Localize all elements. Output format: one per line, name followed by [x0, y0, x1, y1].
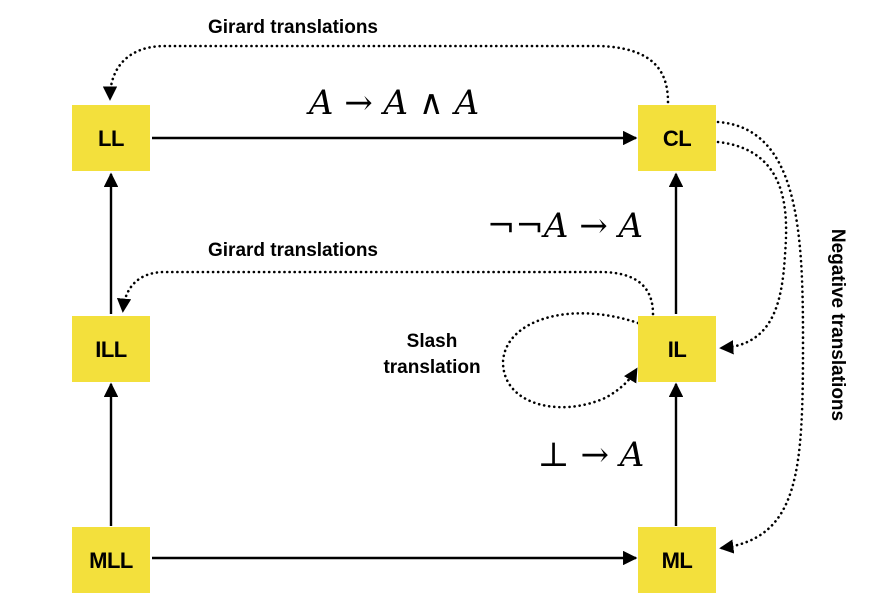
- node-ill: ILL: [72, 316, 150, 382]
- girard-top-label: Girard translations: [208, 17, 378, 38]
- slash-loop-arrow: [501, 312, 640, 409]
- node-cl-label: CL: [663, 126, 691, 151]
- slash-label-line2: translation: [383, 357, 480, 378]
- node-ml: ML: [638, 527, 716, 593]
- negative-cl-to-ml-arrow: [716, 120, 805, 554]
- slash-label-line1: Slash: [407, 331, 458, 352]
- node-il-label: IL: [668, 337, 687, 362]
- negative-cl-to-il-arrow: [716, 140, 788, 355]
- negative-translations-label: Negative translations: [827, 229, 848, 421]
- node-mll: MLL: [72, 527, 150, 593]
- node-ill-label: ILL: [95, 337, 127, 362]
- node-ml-label: ML: [662, 548, 693, 573]
- girard-middle-label: Girard translations: [208, 240, 378, 261]
- girard-middle-arrow: [116, 270, 655, 316]
- node-ll: LL: [72, 105, 150, 171]
- formula-double-negation: ¬¬A → A: [487, 206, 643, 246]
- node-il: IL: [638, 316, 716, 382]
- formula-contraction: A → A ∧ A: [306, 83, 479, 123]
- node-ll-label: LL: [98, 126, 124, 151]
- node-cl: CL: [638, 105, 716, 171]
- node-mll-label: MLL: [89, 548, 133, 573]
- formula-ex-falso: ⊥ → A: [538, 435, 645, 475]
